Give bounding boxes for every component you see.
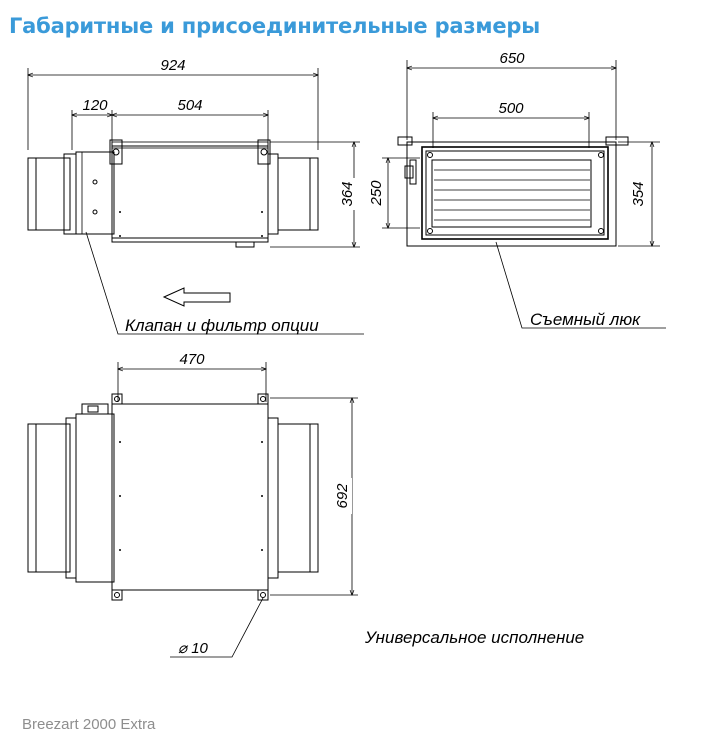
dim-354: 354 [630,181,647,206]
dim-470: 470 [179,351,205,368]
side-bracket-left [109,139,123,165]
footer-model-name: Breezart 2000 Extra [22,716,156,733]
label-valve-filter: Клапан и фильтр опции [125,316,319,335]
side-bracket-right [257,139,271,165]
dim-650: 650 [499,50,525,67]
dim-250: 250 [368,180,385,207]
dim-120: 120 [82,97,108,114]
side-view [27,68,364,335]
dim-364: 364 [339,181,356,206]
hatch-leader [495,241,666,329]
front-view [382,60,666,329]
dim-504: 504 [177,97,202,114]
front-housing [406,141,617,247]
side-main-body [111,145,269,243]
dim-692: 692 [334,483,351,509]
mount-hole-bracket [257,589,269,601]
top-filter-block [75,413,115,583]
page-title: Габаритные и присоединительные размеры [9,14,541,38]
top-view [27,362,358,658]
side-right-duct [277,157,319,231]
hatch-louvers [434,169,590,221]
top-right-duct [277,423,319,573]
dim-924: 924 [160,57,185,74]
dim-500: 500 [498,100,524,117]
top-left-duct [27,423,71,573]
valve-filter-leader [85,231,364,335]
dim-mount-hole: ⌀ 10 [178,640,209,657]
valve-filter-block [75,151,115,235]
side-left-duct [27,157,71,231]
label-universal: Универсальное исполнение [364,628,584,647]
removable-hatch [421,146,609,240]
mount-hole-leader [170,597,264,658]
airflow-arrow-icon [162,287,231,307]
top-main-body [111,403,269,591]
label-removable-hatch: Съемный люк [530,310,641,329]
